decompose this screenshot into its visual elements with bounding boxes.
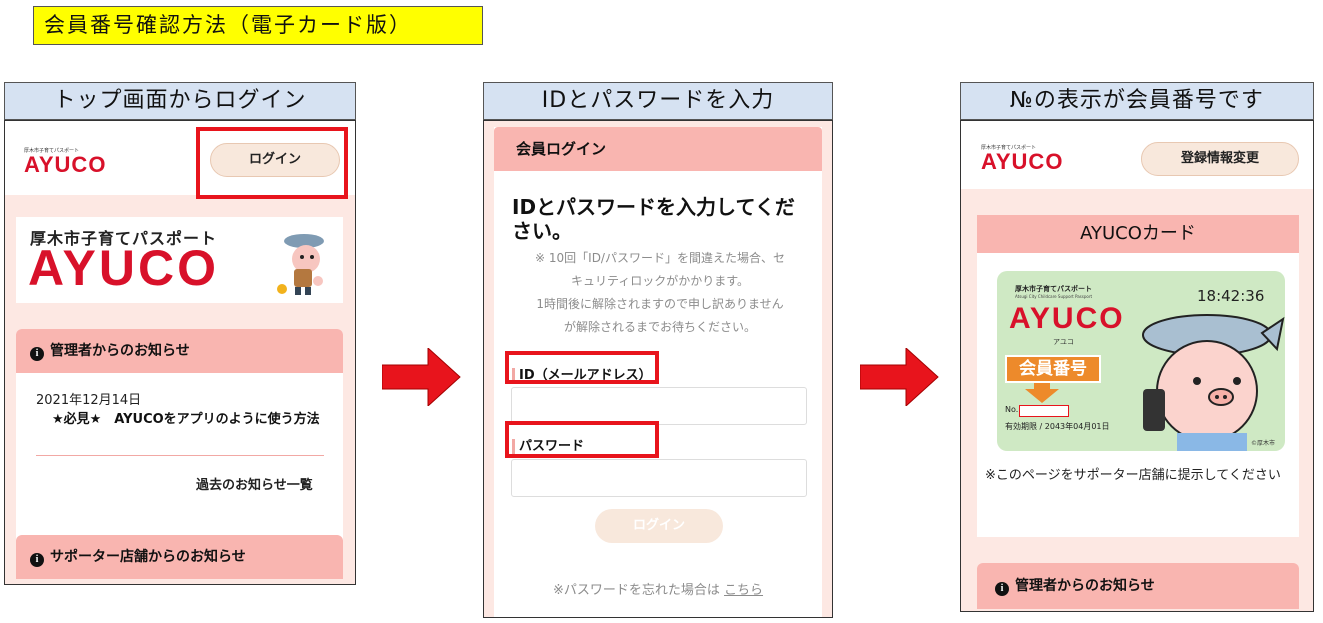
screen3-header: 厚木市子育てパスポート AYUCO 登録情報変更 <box>961 121 1313 189</box>
admin-notice-title: 管理者からのお知らせ <box>1015 578 1155 594</box>
password-label: パスワード <box>512 439 584 455</box>
logo-title: AYUCO <box>981 149 1064 174</box>
membership-card: 厚木市子育てパスポート Atsugi City Childcare Suppor… <box>997 271 1285 451</box>
notice-line: キュリティロックがかかります。 <box>570 274 750 288</box>
step2-header: IDとパスワードを入力 <box>483 82 833 120</box>
card-subtitle: 厚木市子育てパスポート <box>1015 285 1092 293</box>
card-logo-kana: アユコ <box>1053 338 1074 346</box>
screen1-content: 厚木市子育てパスポート AYUCO i 管理者からのお知らせ 2021年12月14… <box>5 195 355 584</box>
id-label: ID（メールアドレス） <box>512 368 652 384</box>
card-copyright: ©厚木市 <box>1251 440 1276 447</box>
admin-notice-title: 管理者からのお知らせ <box>50 343 190 359</box>
card-subtitle-en: Atsugi City Childcare Support Passport <box>1015 294 1093 299</box>
screen2-phone: 会員ログイン IDとパスワードを入力してください。 ※ 10回「ID/パスワード… <box>483 120 833 618</box>
divider <box>36 455 324 456</box>
supporter-notice-title: サポーター店舗からのお知らせ <box>50 549 246 565</box>
password-input[interactable] <box>511 459 807 497</box>
edit-profile-button[interactable]: 登録情報変更 <box>1141 142 1299 176</box>
mascot-image <box>1142 314 1285 451</box>
screen1-header: 厚木市子育てパスポート AYUCO ログイン <box>5 121 355 195</box>
admin-notice-card: i 管理者からのお知らせ 2021年12月14日 ★必見★ AYUCOをアプリのよ… <box>16 329 343 546</box>
info-icon: i <box>30 347 44 361</box>
step1-header: トップ画面からログイン <box>4 82 356 120</box>
step3-header: №の表示が会員番号です <box>960 82 1314 120</box>
id-label-highlight <box>505 351 659 384</box>
present-note: ※このページをサポーター店舗に提示してください <box>985 468 1281 483</box>
login-submit-button[interactable]: ログイン <box>595 509 723 543</box>
screen3-phone: 厚木市子育てパスポート AYUCO 登録情報変更 AYUCOカード 厚木市子育て… <box>960 120 1314 612</box>
screen3-logo: 厚木市子育てパスポート AYUCO <box>981 145 1063 173</box>
login-highlight <box>196 127 348 199</box>
hero-title: AYUCO <box>28 240 219 296</box>
logo-subtitle: 厚木市子育てパスポート <box>24 148 80 154</box>
notice-line: 1時間後に解除されますので申し訳ありません <box>536 297 784 311</box>
hero-subtitle: 厚木市子育てパスポート <box>30 229 218 248</box>
past-news-link[interactable]: 過去のお知らせ一覧 <box>196 478 313 493</box>
forgot-password: ※パスワードを忘れた場合は こちら <box>494 579 822 598</box>
notice-line: ※ 10回「ID/パスワード」を間違えた場合、セ <box>535 251 785 265</box>
member-number-badge: 会員番号 <box>1005 355 1101 383</box>
mascot-image <box>277 234 324 295</box>
login-button[interactable]: ログイン <box>210 143 340 177</box>
news-item-link[interactable]: ★必見★ AYUCOをアプリのように使う方法 <box>52 412 320 427</box>
forgot-password-link[interactable]: こちら <box>724 583 764 598</box>
card-logo: AYUCO <box>1009 302 1125 335</box>
member-number-value <box>1019 405 1069 417</box>
supporter-notice-header: i サポーター店舗からのお知らせ <box>16 535 343 579</box>
card-clock: 18:42:36 <box>1197 287 1265 305</box>
logo-subtitle: 厚木市子育てパスポート <box>981 145 1037 151</box>
title-banner: 会員番号確認方法（電子カード版） <box>33 6 483 45</box>
info-icon: i <box>995 582 1009 596</box>
screen1-logo: 厚木市子育てパスポート AYUCO <box>24 148 106 176</box>
arrow-down-icon <box>1025 383 1059 403</box>
forgot-text: ※パスワードを忘れた場合は <box>552 583 720 598</box>
admin-notice-header: i 管理者からのお知らせ <box>16 329 343 373</box>
ayuco-card-panel: AYUCOカード 厚木市子育てパスポート Atsugi City Childca… <box>977 215 1299 537</box>
logo-title: AYUCO <box>24 152 107 177</box>
id-input[interactable] <box>511 387 807 425</box>
card-expiry: 有効期限 / 2043年04月01日 <box>1005 422 1110 431</box>
password-label-highlight <box>505 421 659 458</box>
admin-notice-header: i 管理者からのお知らせ <box>977 563 1299 609</box>
card-panel-header: AYUCOカード <box>977 215 1299 253</box>
notice-line: が解除されるまでお待ちください。 <box>563 320 756 334</box>
hero-banner: 厚木市子育てパスポート AYUCO <box>16 217 343 303</box>
login-card-header: 会員ログイン <box>494 127 822 171</box>
arrow-right-icon <box>860 348 939 406</box>
lock-notice: ※ 10回「ID/パスワード」を間違えた場合、セ キュリティロックがかかります。… <box>508 247 812 339</box>
login-heading: IDとパスワードを入力してください。 <box>512 195 795 243</box>
arrow-right-icon <box>382 348 461 406</box>
news-date: 2021年12月14日 <box>36 393 142 408</box>
info-icon: i <box>30 553 44 567</box>
number-prefix: No. <box>1005 405 1019 414</box>
screen3-content: AYUCOカード 厚木市子育てパスポート Atsugi City Childca… <box>961 189 1313 611</box>
